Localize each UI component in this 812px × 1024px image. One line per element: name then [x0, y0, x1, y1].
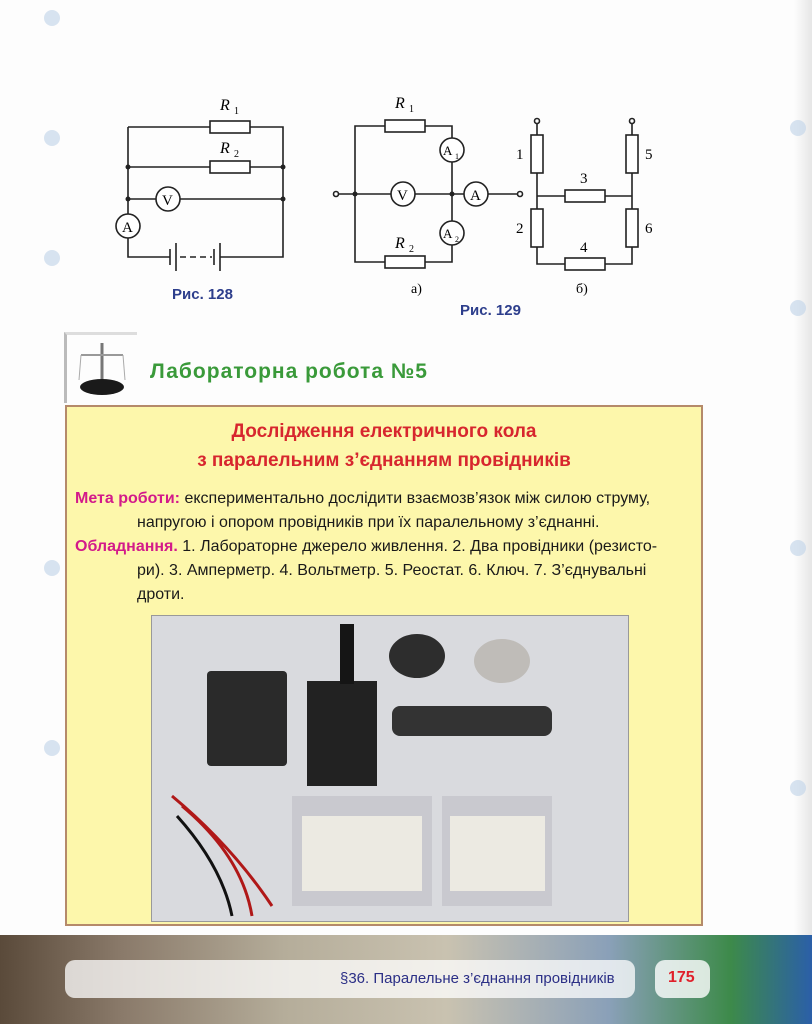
- equipment-paragraph: Обладнання. 1. Лабораторне джерело живле…: [75, 535, 691, 607]
- resistor-6-label: 6: [645, 221, 653, 237]
- lab-work-box: Дослідження електричного кола з паралель…: [65, 405, 703, 926]
- r1-label: R: [394, 95, 405, 112]
- watermark-logo-icon: [44, 560, 60, 576]
- watermark-logo-icon: [790, 300, 806, 316]
- r1-subscript: 1: [234, 106, 239, 117]
- subfigure-a-label: а): [411, 282, 422, 297]
- r1-subscript: 1: [409, 104, 414, 115]
- lab-heading-line-1: Дослідження електричного кола: [231, 421, 537, 442]
- r2-label: R: [219, 140, 230, 157]
- r1-label: R: [219, 97, 230, 114]
- page-edge-shadow: [794, 0, 812, 935]
- resistor-3-label: 3: [580, 171, 588, 187]
- watermark-logo-icon: [790, 540, 806, 556]
- page-number-box: [655, 960, 710, 998]
- watermark-logo-icon: [44, 130, 60, 146]
- ammeter-a1-subscript: 1: [455, 152, 459, 161]
- ammeter-a2-label: A: [443, 226, 453, 241]
- equipment-text-cont: ри). 3. Амперметр. 4. Вольтметр. 5. Реос…: [137, 562, 647, 579]
- r2-label: R: [394, 235, 405, 252]
- lab-equipment-photo: [151, 615, 629, 922]
- ammeter-a2-subscript: 2: [455, 235, 459, 244]
- lab-heading-line-2: з паралельним з’єднанням провідників: [197, 450, 571, 471]
- lab-work-title: Лабораторна робота №5: [150, 360, 428, 383]
- ammeter-label: A: [122, 220, 133, 236]
- watermark-logo-icon: [44, 10, 60, 26]
- figures-128-129-circuits: R 1 R 2 V A R 1 R 2 A 1 A 2 V A а) 1 2 3…: [115, 95, 653, 297]
- page-number: 175: [668, 969, 695, 986]
- footer-section-title: §36. Паралельне з’єднання провідників: [340, 970, 615, 987]
- r2-subscript: 2: [409, 244, 414, 255]
- equipment-text-end: дроти.: [137, 586, 185, 603]
- resistor-2-label: 2: [516, 221, 524, 237]
- watermark-logo-icon: [790, 120, 806, 136]
- watermark-logo-icon: [790, 780, 806, 796]
- ammeter-label: A: [470, 188, 481, 204]
- figure-129-caption: Рис. 129: [460, 302, 521, 319]
- figure-128-caption: Рис. 128: [172, 286, 233, 303]
- subfigure-b-label: б): [576, 282, 588, 297]
- resistor-1-label: 1: [516, 147, 524, 163]
- goal-text: експериментально дослідити взаємозв’язок…: [180, 490, 651, 507]
- voltmeter-label: V: [397, 188, 408, 204]
- ammeter-a1-label: A: [443, 143, 453, 158]
- r2-subscript: 2: [234, 149, 239, 160]
- resistor-4-label: 4: [580, 240, 588, 256]
- equipment-label: Обладнання.: [75, 538, 178, 555]
- resistor-5-label: 5: [645, 147, 653, 163]
- goal-paragraph: Мета роботи: експериментально дослідити …: [75, 487, 691, 535]
- footer-title-bar: [65, 960, 635, 998]
- voltmeter-label: V: [162, 193, 173, 209]
- goal-text-cont: напругою і опором провідників при їх пар…: [137, 514, 600, 531]
- watermark-logo-icon: [44, 250, 60, 266]
- equipment-text: 1. Лабораторне джерело живлення. 2. Два …: [177, 538, 658, 555]
- lab-scale-icon: [64, 332, 137, 403]
- goal-label: Мета роботи:: [75, 490, 180, 507]
- watermark-logo-icon: [44, 740, 60, 756]
